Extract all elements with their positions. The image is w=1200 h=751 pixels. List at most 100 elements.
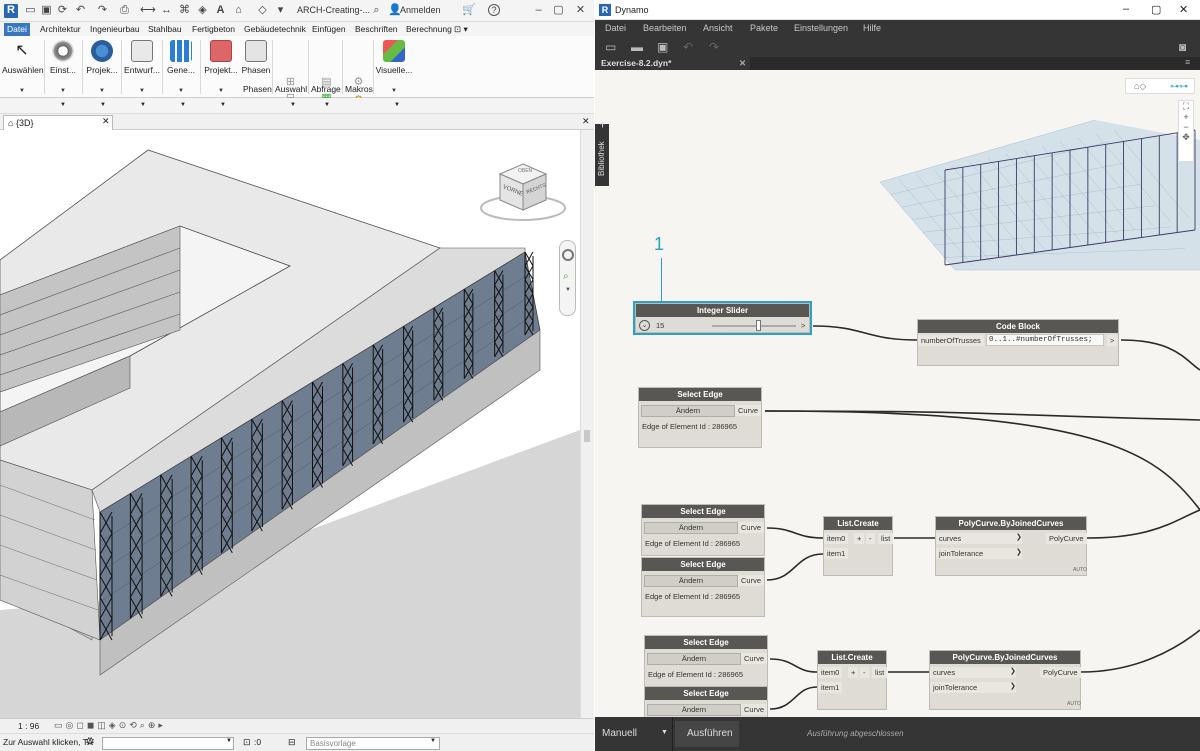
pan-icon[interactable]: ✥ xyxy=(1182,132,1190,142)
auswaehlen-button[interactable]: ↖ Auswählen ▼ xyxy=(2,42,44,94)
steering-wheel-icon[interactable] xyxy=(562,249,574,261)
slider-output-port[interactable]: > xyxy=(801,321,806,330)
run-mode-dropdown[interactable]: Manuell ▼ xyxy=(595,717,673,751)
join-tolerance-input-port[interactable]: joinTolerance xyxy=(936,548,1022,559)
slider-expand-icon[interactable]: ⌄ xyxy=(639,320,650,331)
dimension-icon[interactable]: ↔ xyxy=(161,4,172,16)
add-input-button[interactable]: + xyxy=(854,533,865,544)
code-block-node[interactable]: Code Block numberOfTrusses 0..1..#number… xyxy=(917,319,1119,366)
list-create-node[interactable]: List.Create item0 + - list item1 xyxy=(817,650,888,710)
open-icon[interactable]: ▭ xyxy=(25,4,36,16)
polycurve-node[interactable]: PolyCurve.ByJoinedCurves curves ❯ joinTo… xyxy=(935,516,1087,576)
tab-gebaeudetechnik[interactable]: Gebäudetechnik xyxy=(244,24,306,34)
curve-output-port[interactable]: Curve xyxy=(741,653,768,664)
switch-windows-icon[interactable]: ◇ xyxy=(258,4,267,16)
tab-fertigbeton[interactable]: Fertigbeton xyxy=(192,24,235,34)
projek-dropdown-icon[interactable]: ▼ xyxy=(100,102,106,108)
vertical-scrollbar[interactable] xyxy=(580,130,594,718)
projekt-dropdown-icon[interactable]: ▼ xyxy=(220,102,226,108)
close-icon[interactable]: ✕ xyxy=(575,4,586,16)
menu-datei[interactable]: Datei xyxy=(605,23,627,33)
graph-canvas[interactable]: 1 Integer Slider ⌄ 15 > Code Block numbe… xyxy=(595,70,1200,717)
auswahl-dropdown-icon[interactable]: ▼ xyxy=(290,102,296,108)
text-icon[interactable]: A xyxy=(216,4,225,16)
geometry-view-icon[interactable]: ⌂◇ xyxy=(1134,81,1147,91)
open-file-icon[interactable]: ▬ xyxy=(631,40,643,54)
einstellungen-button[interactable]: Einst... ▼ xyxy=(46,38,80,96)
select-edge-node[interactable]: Select Edge Ändern Curve xyxy=(644,686,768,717)
integer-slider-node[interactable]: Integer Slider ⌄ 15 > xyxy=(633,301,812,335)
select-edge-node[interactable]: Select Edge Ändern Curve Edge of Element… xyxy=(641,504,765,556)
phasen-button[interactable]: Phasen xyxy=(241,38,271,96)
macro-manager-icon[interactable]: ⚙ xyxy=(353,76,364,88)
file-tab-close-icon[interactable]: ✕ xyxy=(739,58,747,68)
add-input-button[interactable]: + xyxy=(848,667,859,678)
help-icon[interactable]: ? xyxy=(488,4,500,16)
user-icon[interactable]: 👤 xyxy=(388,4,402,16)
remove-input-button[interactable]: - xyxy=(866,533,875,544)
maximize-icon[interactable]: ▢ xyxy=(553,4,564,16)
default-3d-icon[interactable]: ⌂ xyxy=(235,4,242,16)
sync-icon[interactable]: ⟳ xyxy=(57,4,68,16)
polycurve-output-port[interactable]: PolyCurve xyxy=(1040,667,1081,678)
ids-icon[interactable]: ▤ xyxy=(321,76,332,88)
menu-pakete[interactable]: Pakete xyxy=(750,23,779,33)
new-file-icon[interactable]: ▭ xyxy=(605,40,617,54)
zoom-out-icon[interactable]: − xyxy=(1183,122,1189,132)
curve-output-port[interactable]: Curve xyxy=(738,575,765,586)
list-output-port[interactable]: list xyxy=(878,533,894,544)
camera-icon[interactable]: ◙ xyxy=(1179,40,1187,54)
close-icon[interactable]: ✕ xyxy=(1179,4,1189,16)
3d-view-icon[interactable]: ◈ xyxy=(198,4,207,16)
zoom-dropdown-icon[interactable]: ▼ xyxy=(565,287,571,293)
remove-input-button[interactable]: - xyxy=(860,667,869,678)
curve-output-port[interactable]: Curve xyxy=(735,405,762,416)
zoom-in-icon[interactable]: + xyxy=(1183,112,1189,122)
tab-architektur[interactable]: Architektur xyxy=(40,24,81,34)
list-output-port[interactable]: list xyxy=(872,667,888,678)
polycurve-output-port[interactable]: PolyCurve xyxy=(1046,533,1087,544)
undo-icon[interactable]: ↶ xyxy=(75,4,86,16)
slider-track[interactable] xyxy=(712,325,796,327)
zoom-icon[interactable]: ⌕ xyxy=(563,271,569,282)
customize-icon[interactable]: ▾ xyxy=(277,4,284,16)
generieren-button[interactable]: Gene... ▼ xyxy=(164,38,198,96)
print-icon[interactable]: ⎙ xyxy=(120,4,129,16)
measure-icon[interactable]: ⟷ xyxy=(140,4,156,16)
3d-viewport[interactable]: OBEN VORNE RECHTS ⌕ ▼ xyxy=(0,130,580,718)
undo-icon[interactable]: ↶ xyxy=(683,40,694,54)
change-selection-button[interactable]: Ändern xyxy=(647,704,741,716)
change-selection-button[interactable]: Ändern xyxy=(647,653,741,665)
slider-thumb[interactable] xyxy=(756,320,762,331)
menu-einstellungen[interactable]: Einstellungen xyxy=(794,23,849,33)
save-file-icon[interactable]: ▣ xyxy=(657,40,669,54)
zoom-fit-icon[interactable]: ⛶ xyxy=(1182,101,1190,111)
projekt2-button[interactable]: Projekt... ▼ xyxy=(202,38,240,96)
menu-ansicht[interactable]: Ansicht xyxy=(703,23,733,33)
design-option-dropdown[interactable]: Basisvorlage xyxy=(306,737,440,750)
visuelle-programmierung-button[interactable]: Visuelle... ▼ xyxy=(375,38,413,96)
view-cube[interactable]: OBEN VORNE RECHTS xyxy=(478,160,568,224)
item0-input-port[interactable]: item0 xyxy=(824,533,849,544)
curves-input-port[interactable]: curves xyxy=(936,533,1022,544)
scrollbar-thumb[interactable] xyxy=(584,430,590,442)
abfrage-dropdown-icon[interactable]: ▼ xyxy=(324,102,330,108)
tab-einfuegen[interactable]: Einfügen xyxy=(312,24,346,34)
list-create-node[interactable]: List.Create item0 + - list item1 xyxy=(823,516,894,576)
curve-output-port[interactable]: Curve xyxy=(738,522,765,533)
tab-beschriften[interactable]: Beschriften xyxy=(355,24,398,34)
menu-hilfe[interactable]: Hilfe xyxy=(863,23,882,33)
codeblock-output-port[interactable]: > xyxy=(1107,335,1118,346)
visuelle-dropdown-icon[interactable]: ▼ xyxy=(394,102,400,108)
item1-input-port[interactable]: item1 xyxy=(818,682,843,693)
ribbon-options-icon[interactable]: ⊡ ▾ xyxy=(454,24,468,34)
redo-icon[interactable]: ↷ xyxy=(709,40,720,54)
workset-dropdown[interactable] xyxy=(102,737,234,750)
change-selection-button[interactable]: Ändern xyxy=(644,522,738,534)
workset-icon[interactable]: ⛭ xyxy=(86,736,94,747)
view-scale[interactable]: 1 : 96 xyxy=(18,721,40,731)
editable-icon[interactable]: ⊡ xyxy=(243,737,251,747)
tab-menu-icon[interactable]: ≡ xyxy=(1185,57,1191,67)
codeblock-input-port[interactable]: numberOfTrusses xyxy=(918,335,984,346)
code-editor[interactable]: 0..1..#numberOfTrusses; xyxy=(986,334,1104,346)
